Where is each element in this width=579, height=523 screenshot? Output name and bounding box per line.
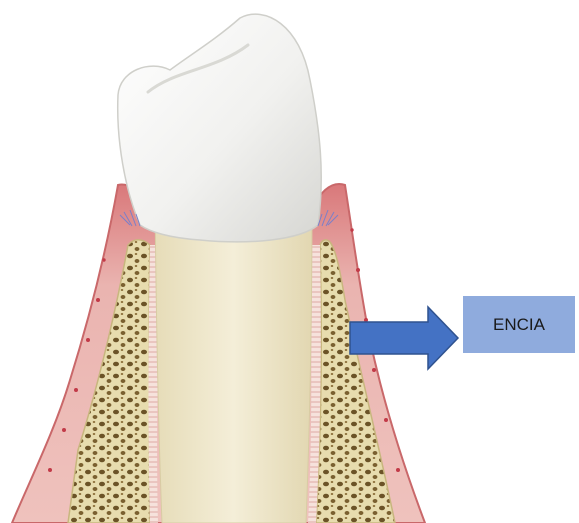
tooth-root xyxy=(155,200,312,523)
label-encia: ENCIA xyxy=(463,296,575,353)
tooth-crown xyxy=(118,14,322,242)
